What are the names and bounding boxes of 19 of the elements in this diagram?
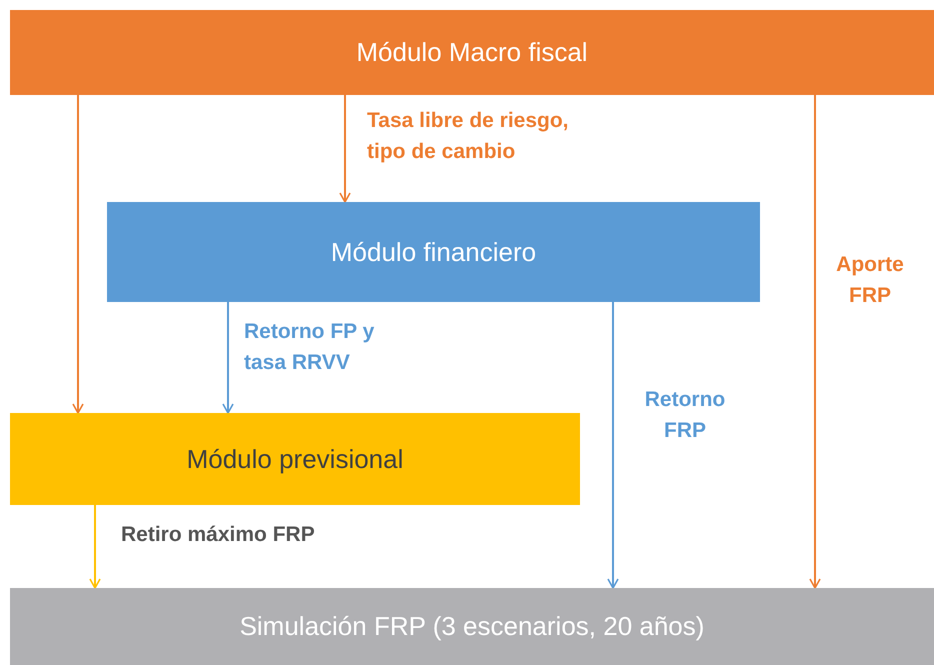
edge-label: Retorno FRP — [644, 387, 726, 444]
arrow — [809, 95, 821, 589]
edge-label: Aporte FRP — [835, 252, 905, 309]
module-title: Módulo financiero — [330, 236, 536, 268]
module-title: Simulación FRP (3 escenarios, 20 años) — [240, 611, 704, 642]
module-box — [107, 202, 760, 302]
arrow — [89, 505, 101, 589]
module-box — [10, 413, 580, 505]
module-title: Módulo Macro fiscal — [356, 37, 588, 68]
edge-label: Retiro máximo FRP — [121, 522, 316, 548]
arrow — [339, 95, 351, 203]
simulation-box — [10, 588, 934, 665]
arrow — [222, 302, 234, 414]
edge-label: Retorno FP y tasa RRVV — [244, 319, 376, 376]
module-box — [10, 10, 934, 95]
arrow — [72, 95, 84, 414]
arrow — [607, 302, 619, 589]
module-title: Módulo previsional — [186, 444, 404, 474]
edge-label: Tasa libre de riesgo, tipo de cambio — [367, 108, 570, 165]
